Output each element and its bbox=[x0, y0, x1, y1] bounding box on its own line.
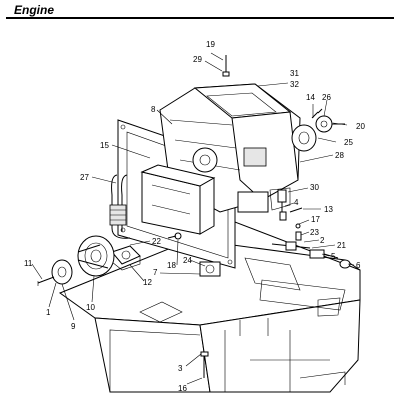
callout-9: 9 bbox=[71, 322, 76, 331]
callout-15: 15 bbox=[100, 141, 109, 150]
callout-25: 25 bbox=[344, 138, 353, 147]
hub-and-bolt bbox=[37, 259, 73, 286]
callout-1: 1 bbox=[46, 308, 51, 317]
callout-26: 26 bbox=[322, 93, 331, 102]
callout-14: 14 bbox=[306, 93, 315, 102]
callout-6: 6 bbox=[356, 261, 361, 270]
callout-12: 12 bbox=[143, 278, 152, 287]
callout-32: 32 bbox=[290, 80, 299, 89]
callout-29: 29 bbox=[193, 55, 202, 64]
callout-11: 11 bbox=[24, 259, 33, 268]
callout-24: 24 bbox=[183, 256, 192, 265]
callout-19: 19 bbox=[206, 40, 215, 49]
callout-10: 10 bbox=[86, 303, 95, 312]
callout-27: 27 bbox=[80, 173, 89, 182]
callout-23: 23 bbox=[310, 228, 319, 237]
clutch-assembly bbox=[291, 108, 345, 152]
callout-22: 22 bbox=[152, 237, 161, 246]
fuel-pump bbox=[167, 232, 221, 277]
callout-3: 3 bbox=[178, 364, 183, 373]
callout-20: 20 bbox=[356, 122, 365, 131]
callout-13: 13 bbox=[324, 205, 333, 214]
leader-lines bbox=[31, 52, 355, 385]
callout-21: 21 bbox=[337, 241, 346, 250]
section-title: Engine bbox=[14, 3, 55, 17]
callout-31: 31 bbox=[290, 69, 299, 78]
callout-16: 16 bbox=[178, 384, 187, 393]
exhaust-muffler bbox=[109, 164, 216, 239]
callout-17: 17 bbox=[311, 215, 320, 224]
section-header: Engine bbox=[0, 0, 400, 20]
callout-8: 8 bbox=[151, 105, 156, 114]
callout-28: 28 bbox=[335, 151, 344, 160]
top-bolt bbox=[222, 55, 230, 77]
callout-labels: 19 29 31 32 14 26 20 25 8 15 28 27 30 4 … bbox=[24, 40, 365, 393]
fuel-line-fittings bbox=[271, 189, 351, 269]
pulley bbox=[77, 235, 115, 277]
callout-4: 4 bbox=[294, 198, 299, 207]
callout-7: 7 bbox=[153, 268, 158, 277]
callout-2: 2 bbox=[320, 236, 325, 245]
callout-5: 5 bbox=[331, 252, 336, 261]
header-rule bbox=[6, 17, 394, 19]
callout-30: 30 bbox=[310, 183, 319, 192]
callout-18: 18 bbox=[167, 261, 176, 270]
